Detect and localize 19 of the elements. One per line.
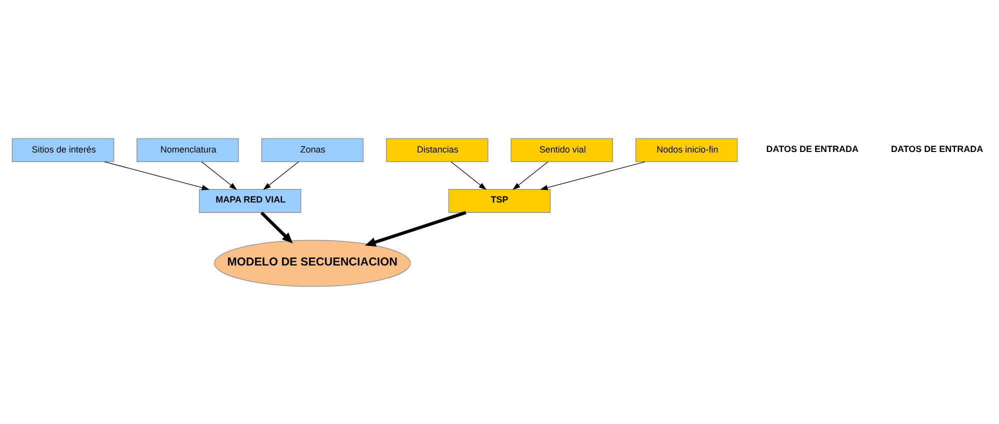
node-box: Nodos inicio-fin (635, 138, 738, 162)
node-box: Sentido vial (510, 138, 613, 162)
label: DATOS DE ENTRADA (766, 143, 858, 154)
node-ellipse: MODELO DE SECUENCIACION (214, 239, 411, 286)
arrow (512, 160, 548, 190)
arrow (263, 160, 299, 190)
node-box: Sitios de interés (12, 138, 114, 162)
arrow (260, 211, 293, 243)
node-box: Nomenclatura (136, 138, 239, 162)
node-box: Distancias (386, 138, 488, 162)
arrow (201, 160, 238, 190)
node-box: Zonas (261, 138, 364, 162)
node-box: TSP (448, 188, 551, 212)
arrow (450, 160, 486, 190)
arrow (364, 210, 466, 246)
arrow (540, 160, 646, 190)
node-box: MAPA RED VIAL (198, 188, 302, 212)
label: DATOS DE ENTRADA (891, 143, 984, 154)
arrow (104, 160, 210, 190)
